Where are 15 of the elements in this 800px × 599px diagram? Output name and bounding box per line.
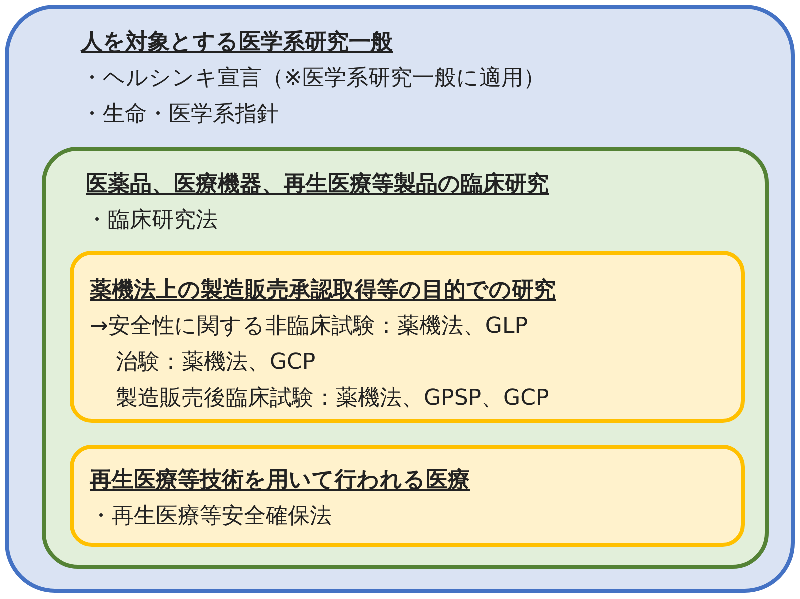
heading: 医薬品、医療機器、再生医療等製品の臨床研究	[86, 171, 549, 199]
outer-scope-panel	[5, 5, 795, 593]
body-text: ・再生医療等安全確保法	[90, 503, 332, 531]
body-text: ・生命・医学系指針	[81, 101, 279, 129]
body-text: ・ヘルシンキ宣言（※医学系研究一般に適用）	[81, 65, 546, 93]
clinical-research-panel	[42, 147, 769, 569]
body-text: 治験：薬機法、GCP	[116, 349, 316, 377]
heading: 薬機法上の製造販売承認取得等の目的での研究	[90, 277, 556, 305]
body-text: ・臨床研究法	[86, 207, 218, 235]
body-text: →安全性に関する非臨床試験：薬機法、GLP	[90, 313, 528, 341]
approval-research-panel	[70, 251, 745, 423]
regenerative-medicine-panel	[70, 445, 745, 547]
heading: 人を対象とする医学系研究一般	[81, 28, 393, 57]
body-text: 製造販売後臨床試験：薬機法、GPSP、GCP	[116, 385, 550, 413]
heading: 再生医療等技術を用いて行われる医療	[90, 467, 470, 495]
